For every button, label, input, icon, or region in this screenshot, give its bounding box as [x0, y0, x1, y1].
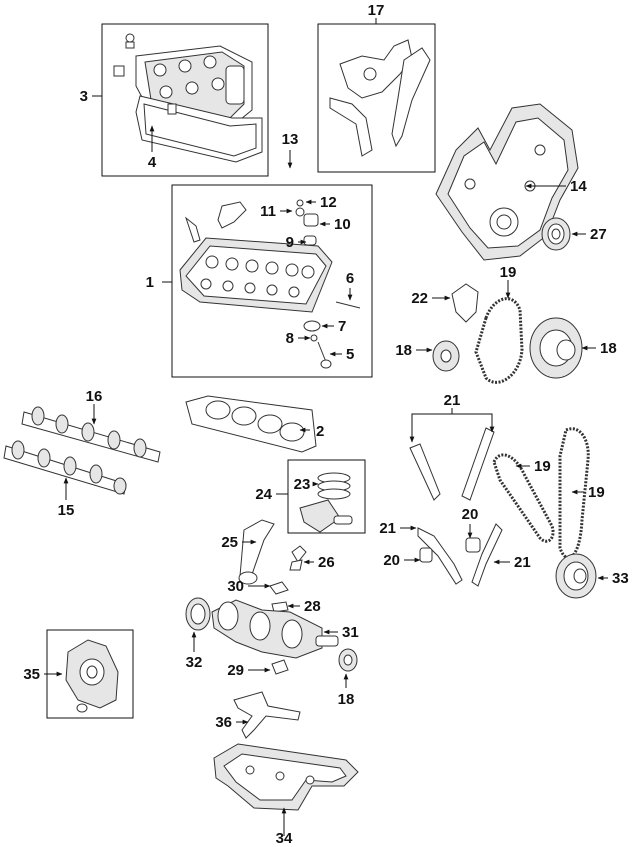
piston-rod-drawing	[238, 472, 353, 613]
callout-30: 30	[227, 578, 244, 595]
callout-18-camshaft-sprocket-left: 18	[395, 342, 412, 359]
callout-12: 12	[320, 194, 337, 211]
callout-19-lower-chain-right: 19	[588, 484, 605, 501]
lower-timing-drawing	[409, 427, 597, 599]
valve-cover-box	[101, 23, 269, 177]
callout-6: 6	[346, 270, 354, 287]
callout-35: 35	[23, 666, 40, 683]
piston-box	[287, 459, 366, 534]
callout-24: 24	[255, 486, 272, 503]
leader-lines	[44, 18, 608, 836]
callout-21-right: 21	[514, 554, 531, 571]
callout-17: 17	[368, 2, 385, 19]
callout-11: 11	[260, 203, 276, 220]
callout-5: 5	[346, 346, 354, 363]
callout-3: 3	[80, 88, 88, 105]
callout-28: 28	[304, 598, 321, 615]
callout-13: 13	[282, 131, 299, 148]
damper-pulley-drawing	[541, 217, 571, 251]
callout-20-upper: 20	[462, 506, 479, 523]
callout-8: 8	[286, 330, 294, 347]
callout-15: 15	[58, 502, 75, 519]
valve-cover-drawing	[113, 33, 263, 163]
callout-7: 7	[338, 318, 346, 335]
camshafts-drawing	[3, 406, 161, 495]
callout-21-left: 21	[379, 520, 396, 537]
callout-1: 1	[146, 274, 154, 291]
cylinder-head-box	[171, 184, 373, 378]
callout-34: 34	[276, 830, 293, 847]
timing-cover-gasket-box	[317, 23, 436, 173]
oil-tube-drawing	[233, 691, 301, 739]
callout-20-lower: 20	[383, 552, 400, 569]
callout-10: 10	[334, 216, 351, 233]
callout-14: 14	[570, 178, 587, 195]
callout-21-top: 21	[444, 392, 461, 409]
timing-cover-drawing	[435, 103, 579, 261]
oil-pan-drawing	[213, 743, 359, 811]
callout-26: 26	[318, 554, 335, 571]
cylinder-head-drawing	[179, 199, 361, 369]
callout-18-camshaft-sprocket-right: 18	[600, 340, 617, 357]
upper-timing-drawing	[432, 283, 583, 384]
callout-33: 33	[612, 570, 629, 587]
callout-2: 2	[316, 423, 324, 440]
head-gasket-drawing	[185, 395, 317, 453]
callout-numbers: 1 2 3 4 5 6 7 8 9 10 11 12 13 14 15 16 1…	[23, 2, 628, 847]
callout-29: 29	[227, 662, 244, 679]
callout-16: 16	[86, 388, 103, 405]
callout-9: 9	[286, 234, 294, 251]
callout-25: 25	[221, 534, 238, 551]
callout-27: 27	[590, 226, 607, 243]
callout-18-crank-sprocket: 18	[338, 691, 355, 708]
callout-19-upper-chain: 19	[500, 264, 517, 281]
callout-36: 36	[215, 714, 232, 731]
callout-22: 22	[411, 290, 428, 307]
timing-gaskets-drawing	[329, 39, 431, 157]
callout-31: 31	[342, 624, 359, 641]
crankshaft-drawing	[185, 597, 358, 675]
callout-23: 23	[294, 476, 311, 493]
callout-4: 4	[148, 154, 157, 171]
callout-19-lower-chain-left: 19	[534, 458, 551, 475]
callout-32: 32	[186, 654, 203, 671]
oil-pump-drawing	[65, 639, 119, 713]
